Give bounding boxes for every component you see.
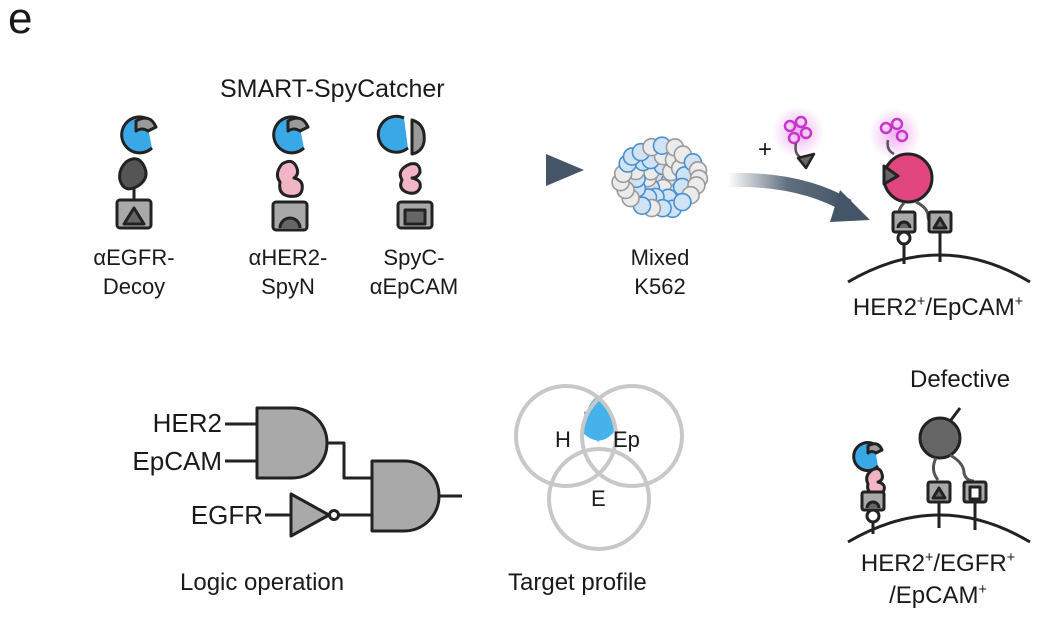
construct-her2-spyn <box>271 115 310 232</box>
logic-input-her2: HER2 <box>152 408 222 438</box>
logic-input-epcam: EpCAM <box>132 446 222 476</box>
active-complex-icon <box>847 108 1031 284</box>
spycatcher-half-icon <box>286 116 310 133</box>
construct-egfr-decoy <box>115 115 158 230</box>
mixed-k562-cluster-icon <box>611 136 709 219</box>
spyc-linker-icon <box>398 162 422 195</box>
outcome-bottom-label: HER2+/EGFR+ /EpCAM+ <box>860 550 1016 609</box>
k562-cell <box>673 192 692 212</box>
defective-enzyme-icon <box>918 416 962 460</box>
fluorogenic-substrate-icon <box>772 106 824 170</box>
diagram-title: SMART-SpyCatcher <box>220 75 445 103</box>
construct-3-label: SpyC- αEpCAM <box>369 245 459 299</box>
venn-diagram <box>514 384 684 551</box>
venn-caption: Target profile <box>508 569 647 596</box>
venn-circle-e <box>547 447 651 551</box>
arrow-to-outcome <box>727 172 870 222</box>
mixed-k562-label: Mixed K562 <box>630 245 690 299</box>
defective-complex-icon <box>847 407 1031 544</box>
construct-1-label: αEGFR- Decoy <box>93 245 175 299</box>
binder-domain-icon <box>376 114 409 154</box>
arrow-to-mixed <box>468 154 584 186</box>
and-gate-2-icon <box>370 459 441 533</box>
construct-2-label: αHER2- SpyN <box>248 245 328 299</box>
venn-label-h: H <box>555 427 571 452</box>
and-gate-1-icon <box>255 406 329 480</box>
venn-circle-h <box>514 384 618 488</box>
logic-caption: Logic operation <box>180 569 345 596</box>
spycatcher-half-icon <box>410 118 426 156</box>
construct-spyc-epcam <box>376 114 434 230</box>
logic-circuit <box>225 406 462 538</box>
plus-sign: + <box>758 136 773 163</box>
decoy-linker-icon <box>118 157 148 191</box>
decoy-half-icon <box>134 116 158 133</box>
venn-circle-ep <box>580 384 684 488</box>
venn-label-ep: Ep <box>613 427 640 452</box>
not-gate-icon <box>289 492 331 538</box>
defective-label: Defective <box>910 366 1011 393</box>
spyn-linker-icon <box>275 159 304 198</box>
panel-label: e <box>8 0 33 43</box>
outcome-top-label: HER2+/EpCAM+ <box>852 294 1024 321</box>
logic-input-egfr: EGFR <box>190 500 263 530</box>
venn-label-e: E <box>591 486 606 511</box>
